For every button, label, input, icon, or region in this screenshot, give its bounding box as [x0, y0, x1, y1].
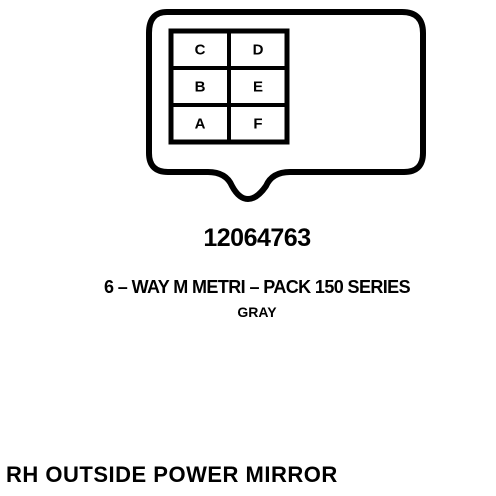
- connector-diagram: C D B E A F: [146, 9, 426, 202]
- pin-label-f: F: [253, 116, 262, 133]
- pin-label-d: D: [253, 42, 264, 59]
- pin-label-a: A: [195, 116, 206, 133]
- circuit-caption: RH OUTSIDE POWER MIRROR: [6, 462, 338, 487]
- part-number: 12064763: [203, 224, 311, 252]
- pin-grid: C D B E A F: [168, 28, 290, 145]
- connector-color: GRAY: [237, 304, 277, 320]
- pin-label-c: C: [195, 42, 206, 59]
- pin-label-b: B: [195, 79, 206, 96]
- connector-description: 6 – WAY M METRI – PACK 150 SERIES: [104, 277, 411, 297]
- pin-label-e: E: [253, 79, 263, 96]
- pin-cavity-f: [227, 103, 289, 144]
- connector-housing: [146, 9, 426, 202]
